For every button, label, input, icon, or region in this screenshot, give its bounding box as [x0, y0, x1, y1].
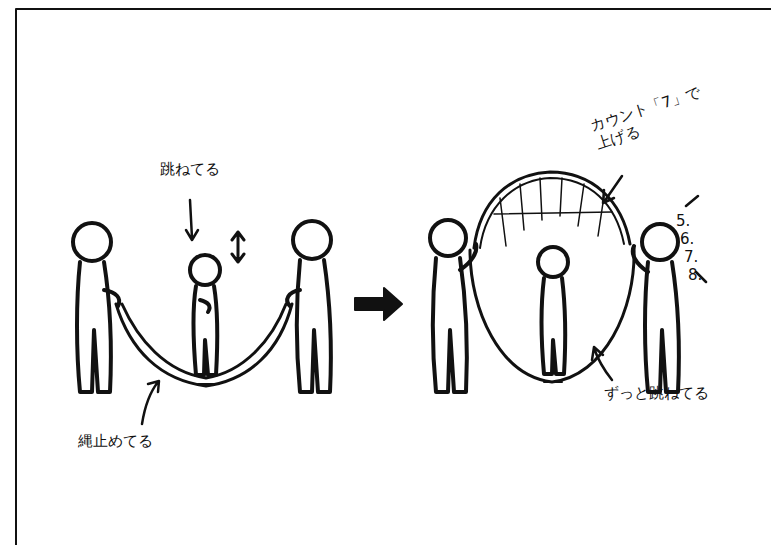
- leader-line: [592, 347, 612, 380]
- ground-mark: [544, 381, 562, 383]
- left-adult-figure: [430, 220, 476, 392]
- ground-mark: [198, 383, 214, 385]
- note-label: ずっと跳ねてる: [604, 384, 744, 403]
- bounce-arrow: [232, 232, 244, 262]
- count-number: 6.: [680, 230, 710, 249]
- frame-border: [16, 9, 771, 545]
- rope: [122, 304, 286, 378]
- rope: [474, 172, 630, 248]
- note-label: カウント「7」で 上げる: [588, 82, 712, 154]
- right-adult-figure: [287, 221, 331, 392]
- child-figure: [190, 255, 220, 375]
- count-number: 7.: [684, 248, 714, 267]
- note-label: 跳ねてる: [160, 160, 270, 179]
- rope: [480, 178, 624, 248]
- transition-arrow: [355, 288, 402, 320]
- rope-motion-hatching: [494, 178, 612, 246]
- leader-line: [142, 381, 159, 424]
- count-number: 8.: [688, 266, 718, 285]
- left-adult-figure: [73, 223, 119, 392]
- note-label: 縄止めてる: [78, 432, 198, 451]
- rope: [116, 304, 292, 386]
- count-number: 5.: [676, 212, 706, 231]
- leader-line: [186, 200, 198, 240]
- child-figure: [538, 247, 568, 374]
- rope: [470, 248, 634, 382]
- right-adult-figure: [633, 224, 679, 392]
- leader-line: [603, 176, 622, 203]
